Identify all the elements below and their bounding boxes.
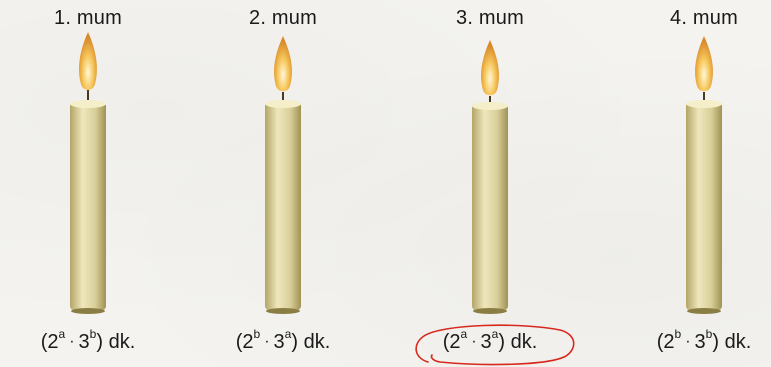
candle-title: 4. mum bbox=[670, 7, 738, 29]
candle-title: 3. mum bbox=[456, 7, 524, 29]
candle-3: 3. mum (2a·3a) dk. bbox=[400, 0, 580, 367]
candle-2: 2. mum (2b·3a) dk. bbox=[193, 0, 373, 367]
candle-title: 2. mum bbox=[249, 7, 317, 29]
candle-image bbox=[70, 32, 106, 314]
burn-time-label: (2b·3b) dk. bbox=[656, 327, 752, 353]
candle-4: 4. mum (2b·3b) dk. bbox=[614, 0, 771, 367]
burn-time-label: (2a·3a) dk. bbox=[442, 327, 538, 353]
candle-title: 1. mum bbox=[54, 7, 122, 29]
candle-1: 1. mum (2a·3b) dk. bbox=[0, 0, 178, 367]
red-circle-mark bbox=[415, 324, 575, 366]
burn-time-label: (2b·3a) dk. bbox=[235, 327, 331, 353]
candle-image bbox=[265, 36, 301, 314]
candle-image bbox=[686, 36, 722, 314]
candle-image bbox=[472, 40, 508, 314]
burn-time-label: (2a·3b) dk. bbox=[40, 327, 136, 353]
